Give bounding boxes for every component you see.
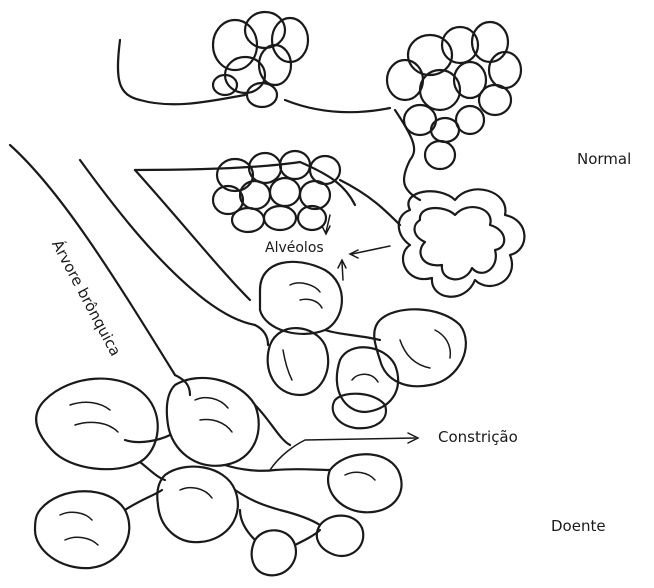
diseased-airway [175, 325, 268, 395]
diseased-alveoli-bottom [35, 378, 402, 575]
label-doente: Doente [551, 517, 606, 535]
constricao-arrow [270, 433, 418, 470]
normal-alveoli-right [387, 22, 521, 169]
emphysema-flower [340, 180, 524, 297]
normal-alveoli-top [118, 12, 420, 200]
label-alveolos: Alvéolos [265, 240, 324, 256]
diseased-alveoli-middle [260, 262, 466, 428]
normal-alveoli-middle [213, 151, 340, 232]
label-constricao: Constrição [438, 428, 518, 446]
alveolos-arrows [322, 215, 390, 280]
label-normal: Normal [577, 150, 631, 168]
